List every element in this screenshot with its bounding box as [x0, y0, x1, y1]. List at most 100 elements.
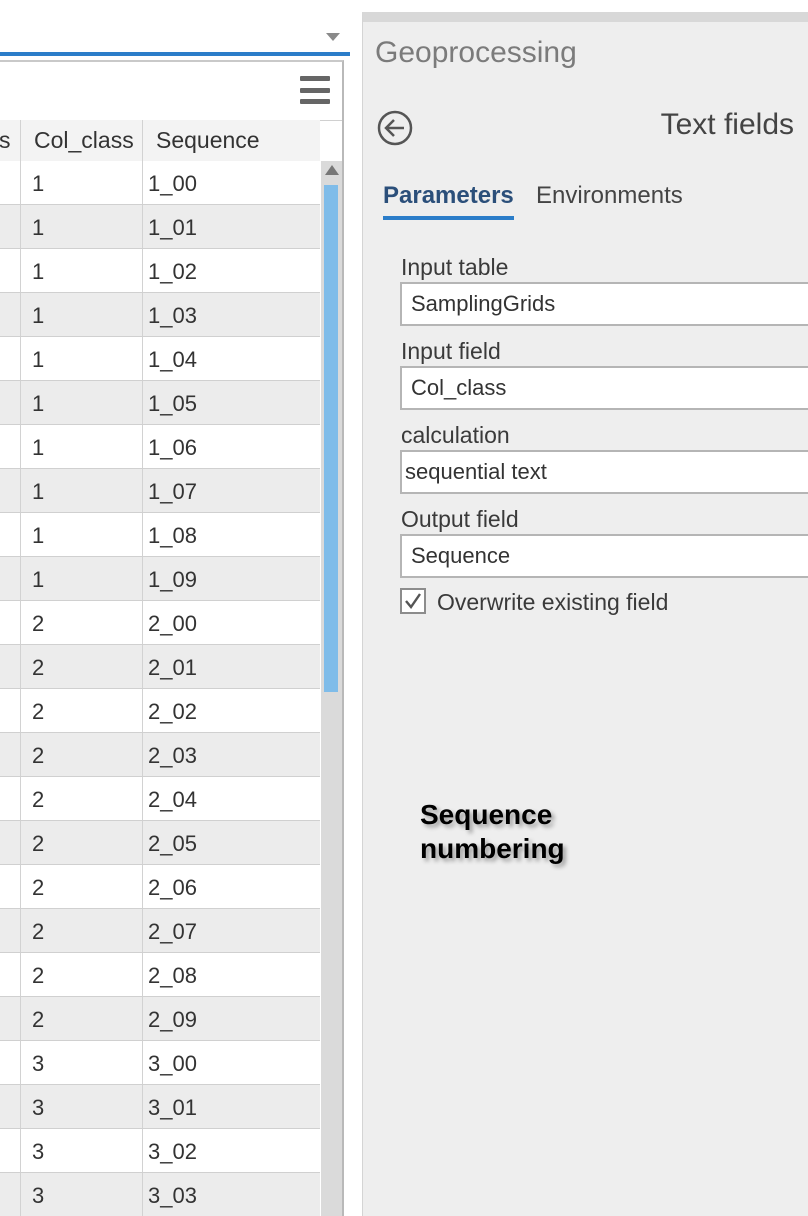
column-header-sequence[interactable]: Sequence — [156, 127, 260, 153]
table-cell-sequence[interactable]: 1_02 — [148, 259, 197, 284]
table-cell-partial[interactable] — [0, 425, 21, 468]
scroll-up-arrow-icon[interactable] — [325, 165, 339, 175]
table-cell-partial[interactable] — [0, 337, 21, 380]
table-cell-col-class[interactable]: 1 — [21, 249, 143, 292]
table-cell-col-class[interactable]: 2 — [21, 601, 143, 644]
back-button[interactable] — [377, 110, 413, 146]
table-cell-partial[interactable] — [0, 513, 21, 556]
table-cell-col-class[interactable]: 3 — [21, 1173, 143, 1216]
table-cell-sequence[interactable]: 1_04 — [148, 347, 197, 372]
vertical-scrollbar[interactable] — [321, 161, 342, 1216]
table-cell-sequence[interactable]: 2_00 — [148, 611, 197, 636]
table-cell-col-class[interactable]: 2 — [21, 865, 143, 908]
table-cell-col-class[interactable]: 1 — [21, 557, 143, 600]
table-cell-sequence[interactable]: 3_00 — [148, 1051, 197, 1076]
table-cell-partial[interactable] — [0, 249, 21, 292]
table-cell-col-class[interactable]: 1 — [21, 205, 143, 248]
input-table-field[interactable] — [400, 282, 808, 326]
table-cell-sequence[interactable]: 2_06 — [148, 875, 197, 900]
table-cell-sequence[interactable]: 2_09 — [148, 1007, 197, 1032]
table-cell-col-class[interactable]: 2 — [21, 733, 143, 776]
table-cell-sequence[interactable]: 2_04 — [148, 787, 197, 812]
table-cell-partial[interactable] — [0, 1173, 21, 1216]
table-cell-partial[interactable] — [0, 601, 21, 644]
table-cell-col-class[interactable]: 1 — [21, 425, 143, 468]
table-cell-partial[interactable] — [0, 161, 21, 204]
tab-environments[interactable]: Environments — [536, 182, 683, 209]
table-cell-partial[interactable] — [0, 645, 21, 688]
table-cell-partial[interactable] — [0, 1129, 21, 1172]
table-cell-col-class[interactable]: 2 — [21, 777, 143, 820]
table-cell-col-class[interactable]: 3 — [21, 1129, 143, 1172]
column-header-partial[interactable]: s — [0, 120, 21, 161]
table-cell-partial[interactable] — [0, 997, 21, 1040]
table-cell-col-class[interactable]: 3 — [21, 1085, 143, 1128]
table-cell-col-class[interactable]: 2 — [21, 909, 143, 952]
table-cell-partial[interactable] — [0, 557, 21, 600]
table-cell-partial[interactable] — [0, 205, 21, 248]
table-cell-partial[interactable] — [0, 1085, 21, 1128]
table-cell-partial[interactable] — [0, 469, 21, 512]
scrollbar-thumb[interactable] — [324, 185, 338, 692]
table-cell-col-class[interactable]: 1 — [21, 469, 143, 512]
tab-parameters[interactable]: Parameters — [383, 182, 514, 220]
table-cell-sequence[interactable]: 2_02 — [148, 699, 197, 724]
table-cell-sequence[interactable]: 1_06 — [148, 435, 197, 460]
table-cell-partial[interactable] — [0, 821, 21, 864]
table-cell-partial[interactable] — [0, 1041, 21, 1084]
table-cell-col-class[interactable]: 2 — [21, 953, 143, 996]
column-header-col-class[interactable]: Col_class — [21, 120, 143, 161]
table-cell-partial[interactable] — [0, 689, 21, 732]
table-cell-partial[interactable] — [0, 865, 21, 908]
table-cell-sequence[interactable]: 2_07 — [148, 919, 197, 944]
table-cell-sequence[interactable]: 2_05 — [148, 831, 197, 856]
table-cell-sequence[interactable]: 1_03 — [148, 303, 197, 328]
table-cell-col-class[interactable]: 1 — [21, 161, 143, 204]
output-field-field[interactable] — [400, 534, 808, 578]
input-field-field[interactable] — [400, 366, 808, 410]
table-cell-sequence[interactable]: 3_03 — [148, 1183, 197, 1208]
table-cell-partial[interactable] — [0, 381, 21, 424]
table-cell-sequence[interactable]: 1_09 — [148, 567, 197, 592]
table-cell-sequence[interactable]: 2_08 — [148, 963, 197, 988]
table-cell-partial[interactable] — [0, 733, 21, 776]
table-cell-partial[interactable] — [0, 953, 21, 996]
table-cell-col-class[interactable]: 1 — [21, 381, 143, 424]
table-cell-sequence[interactable]: 1_05 — [148, 391, 197, 416]
table-cell-sequence[interactable]: 3_02 — [148, 1139, 197, 1164]
table-cell-sequence[interactable]: 2_03 — [148, 743, 197, 768]
table-cell-sequence[interactable]: 1_07 — [148, 479, 197, 504]
table-cell-col-class[interactable]: 2 — [21, 689, 143, 732]
overwrite-label[interactable]: Overwrite existing field — [437, 589, 669, 615]
table-cell-sequence[interactable]: 1_08 — [148, 523, 197, 548]
overwrite-checkbox[interactable] — [400, 588, 426, 614]
table-cell-col-class[interactable]: 2 — [21, 645, 143, 688]
table-cell-partial[interactable] — [0, 777, 21, 820]
calculation-field[interactable] — [400, 450, 808, 494]
table-cell-sequence[interactable]: 1_00 — [148, 171, 197, 196]
table-cell-col-class[interactable]: 1 — [21, 337, 143, 380]
